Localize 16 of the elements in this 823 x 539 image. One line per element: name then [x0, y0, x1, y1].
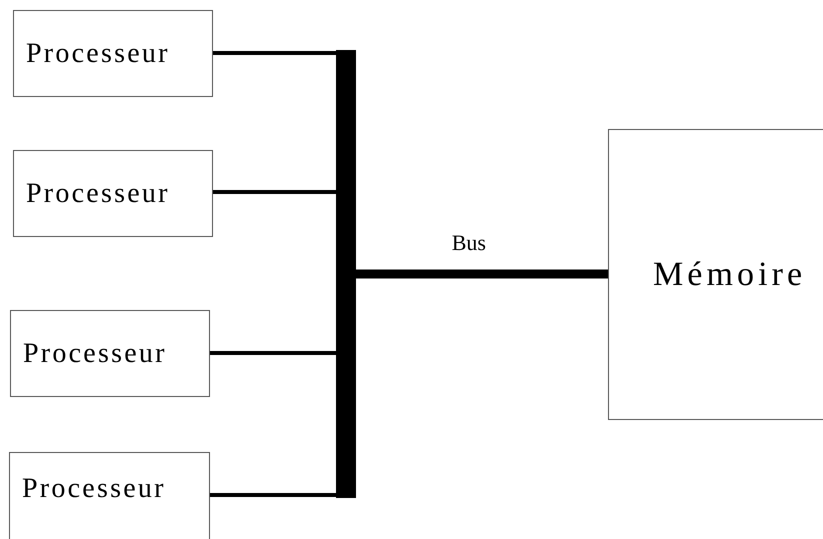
bus-line [213, 51, 336, 55]
processor-label: Processeur [22, 475, 166, 503]
processor-label: Processeur [26, 40, 170, 68]
processor-box [10, 310, 210, 397]
bus-line [210, 493, 336, 497]
memory-label: Mémoire [653, 258, 806, 292]
bus-line [213, 190, 336, 194]
bus-line [210, 351, 336, 355]
processor-box [9, 452, 210, 539]
bus-bar [336, 50, 356, 498]
processor-label: Processeur [26, 180, 170, 208]
processor-label: Processeur [23, 340, 167, 368]
processor-box [13, 150, 213, 237]
processor-box [13, 10, 213, 97]
bus-line [356, 270, 608, 278]
memory-box [608, 129, 823, 420]
